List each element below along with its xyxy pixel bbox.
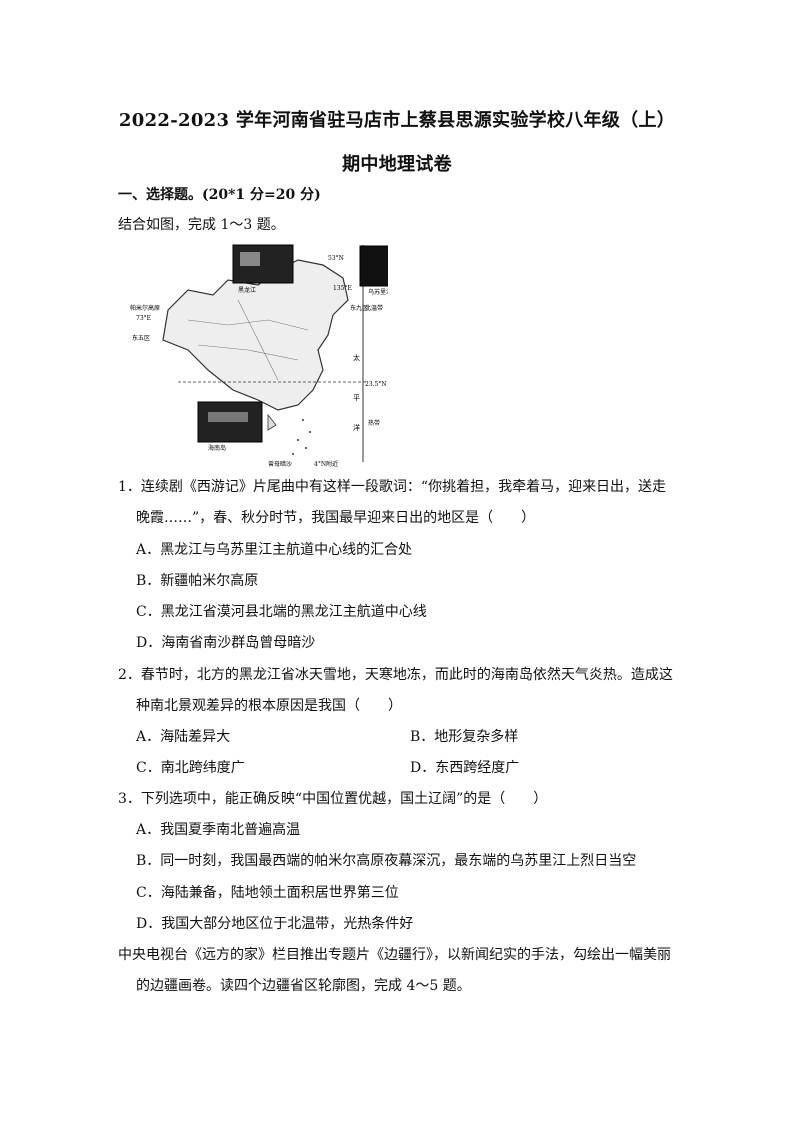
label-tropical: 热带 [368, 419, 380, 427]
label-e135: 135°E [333, 285, 352, 292]
label-pacific-a: 太 [353, 353, 360, 362]
intro-4-5-line1: 中央电视台《远方的家》栏目推出专题片《边疆行》，以新闻纪实的手法，勾绘出一幅美丽 [118, 947, 671, 963]
q3-option-c: C．海陆兼备，陆地领土面积居世界第三位 [136, 885, 399, 901]
intro-4-5-line2: 的边疆画卷。读四个边疆省区轮廓图，完成 4～5 题。 [136, 978, 471, 994]
q3-option-a: A．我国夏季南北普遍高温 [136, 822, 301, 838]
q3-option-d: D．我国大部分地区位于北温带，光热条件好 [136, 916, 414, 932]
label-hainan: 海南岛 [208, 444, 226, 452]
q1-stem-line1: 1．连续剧《西游记》片尾曲中有这样一段歌词：“你挑着担，我牵着马，迎来日出，送走 [118, 479, 667, 495]
q1-option-b: B．新疆帕米尔高原 [136, 573, 259, 589]
label-pacific-c: 洋 [353, 423, 360, 432]
q3-option-b: B．同一时刻，我国最西端的帕米尔高原夜幕深沉，最东端的乌苏里江上烈日当空 [136, 853, 637, 869]
label-wusuli: 乌苏里江 [368, 288, 388, 296]
q2-option-d: D．东西跨经度广 [410, 760, 520, 776]
label-east-ninth: 东九区 [350, 304, 368, 312]
q2-option-c: C．南北跨纬度广 [136, 760, 245, 776]
label-lat53: 53°N [328, 255, 344, 262]
q2-stem-line1: 2．春节时，北方的黑龙江省冰天雪地，天寒地冻，而此时的海南岛依然天气炎热。造成这 [118, 667, 673, 683]
label-north-temp: 北温带 [365, 304, 383, 312]
label-zengmu: 曾母暗沙 [268, 460, 292, 468]
china-map-figure: 黑龙江 53°N 135°E 乌苏里江 帕米尔高原 73°E 北温带 东九区 东… [130, 244, 388, 468]
label-tropic: 23.5°N [365, 381, 387, 388]
exam-title-line1: 2022-2023 学年河南省驻马店市上蔡县思源实验学校八年级（上） [118, 110, 676, 131]
q2-option-a: A．海陆差异大 [136, 729, 231, 745]
label-heilongjiang: 黑龙江 [238, 286, 256, 294]
q1-option-c: C．黑龙江省漠河县北端的黑龙江主航道中心线 [136, 604, 427, 620]
q1-option-a: A．黑龙江与乌苏里江主航道中心线的汇合处 [136, 542, 413, 558]
label-east-fifth: 东五区 [132, 334, 150, 342]
intro-1-3: 结合如图，完成 1～3 题。 [118, 217, 285, 233]
label-pacific-b: 平 [353, 394, 360, 402]
label-n4: 4°N附近 [314, 460, 338, 468]
q1-stem-line2: 晚霞……”，春、秋分时节，我国最早迎来日出的地区是（ ） [136, 510, 536, 526]
label-e73: 73°E [136, 315, 151, 322]
q1-option-d: D．海南省南沙群岛曾母暗沙 [136, 635, 316, 651]
exam-title-line2: 期中地理试卷 [342, 154, 452, 175]
q2-option-b: B．地形复杂多样 [410, 729, 519, 745]
section-heading: 一、选择题。(20*1 分=20 分) [118, 187, 321, 203]
q3-stem: 3．下列选项中，能正确反映“中国位置优越，国土辽阔”的是（ ） [118, 791, 548, 807]
label-pamir: 帕米尔高原 [130, 304, 160, 312]
photo-wusuli [359, 245, 388, 287]
q2-stem-line2: 种南北景观差异的根本原因是我国（ ） [136, 698, 402, 714]
